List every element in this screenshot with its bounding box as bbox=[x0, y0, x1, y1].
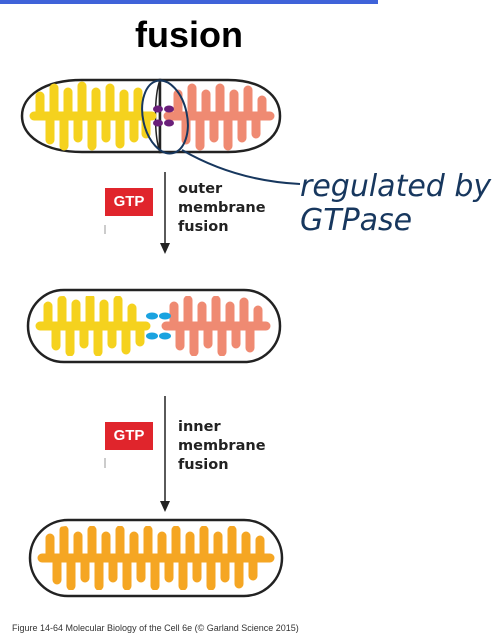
inner-membrane-tethers bbox=[146, 312, 171, 340]
arrow-step-2 bbox=[104, 396, 170, 512]
title-rule bbox=[0, 0, 378, 4]
highlight-circle bbox=[141, 79, 189, 155]
mitochondrion-fully-fused bbox=[28, 518, 284, 598]
outer-membrane-tethers bbox=[153, 105, 174, 127]
arrow-step-1 bbox=[104, 172, 170, 254]
gtp-badge-inner: GTP bbox=[105, 422, 153, 450]
mitochondrion-pair-before-fusion bbox=[20, 78, 282, 155]
mitochondrion-outer-fused bbox=[26, 288, 282, 364]
step-label-outer: outer membrane fusion bbox=[178, 181, 266, 235]
handwritten-annotation: regulated by GTPase bbox=[300, 169, 492, 238]
gtp-badge-outer: GTP bbox=[105, 188, 153, 216]
figure-caption: Figure 14-64 Molecular Biology of the Ce… bbox=[12, 623, 299, 633]
step-label-inner: inner membrane fusion bbox=[178, 419, 266, 473]
page-title: fusion bbox=[135, 14, 243, 55]
annotation-pointer bbox=[181, 149, 301, 185]
